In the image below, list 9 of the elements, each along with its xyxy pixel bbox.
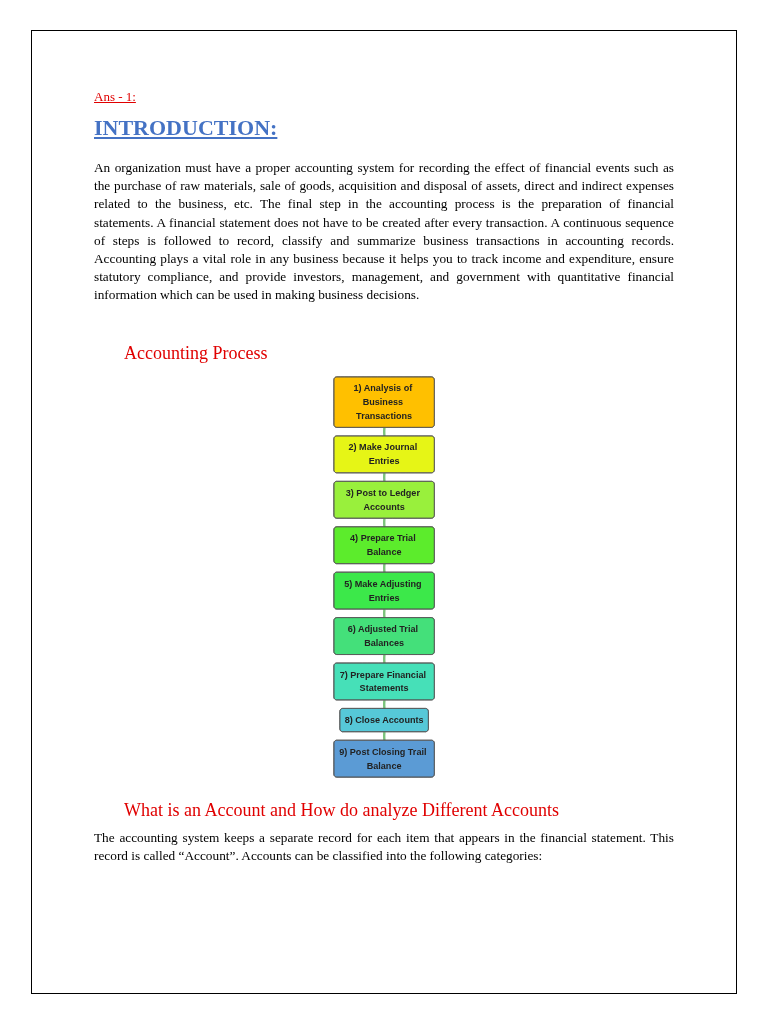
paragraph: The accounting system keeps a separate record for each item that appears in the financial statement. This record is called “Account”. Accounts can be classified into the following categories:	[94, 828, 674, 865]
subheading: What is an Account and How do analyze Different Accounts	[124, 799, 560, 821]
paragraph: An organization must have a proper accounting system for recording the effect of financial events such as the purchase of raw materials, sale of goods, acquisition and disposal of assets, direct and indirect expenses related to the business, etc. The final step in the accounting process is the preparation of financial statements. A financial statement does not have to be created after every transaction. A continuous sequence of steps is followed to record, classify and summarize business transactions in accounting records. Accounting plays a vital role in any business because it helps you to track income and expenditure, ensure statutory compliance, and provide investors, management, and government with quantitative financial information which can be used in making business decisions.	[94, 159, 674, 305]
connector	[382, 472, 386, 482]
answer-number: Ans - 1:	[94, 89, 136, 105]
section-heading: INTRODUCTION:	[94, 115, 278, 141]
connector	[382, 563, 386, 573]
diagram-title: Accounting Process	[124, 342, 268, 364]
connector	[382, 731, 386, 741]
